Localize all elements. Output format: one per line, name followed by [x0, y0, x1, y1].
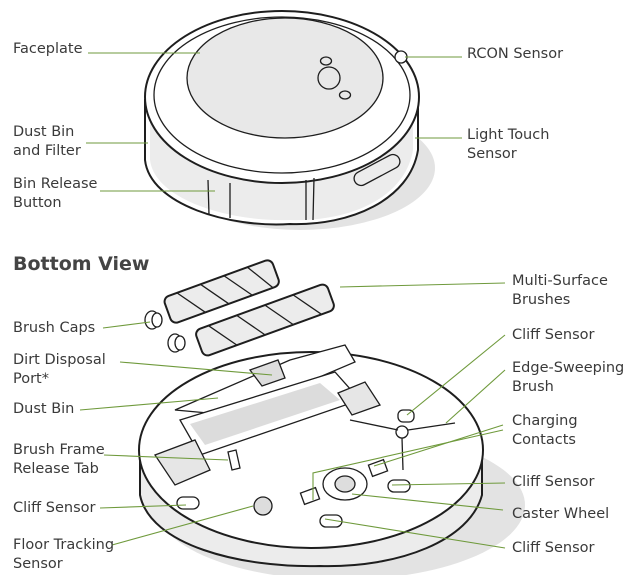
label-cliff-sensor-right-bottom: Cliff Sensor	[512, 540, 595, 556]
label-line: Light Touch	[467, 127, 550, 143]
bottom-view-heading: Bottom View	[13, 253, 150, 275]
label-cliff-sensor-left: Cliff Sensor	[13, 500, 96, 516]
label-faceplate: Faceplate	[13, 41, 83, 57]
label-line: Charging	[512, 413, 578, 429]
label-line: Brush Frame	[13, 442, 105, 458]
label-line: Multi-Surface	[512, 273, 608, 289]
label-cliff-sensor-right-mid: Cliff Sensor	[512, 474, 595, 490]
label-line: Dirt Disposal	[13, 352, 106, 368]
label-line: Bin Release	[13, 176, 98, 192]
label-rcon: RCON Sensor	[467, 46, 564, 62]
label-line: Brushes	[512, 292, 571, 308]
label-dust-bin: Dust Bin	[13, 401, 75, 417]
brush-cap-2	[167, 333, 186, 353]
label-line: Contacts	[512, 432, 576, 448]
bottom-view-robot	[138, 344, 525, 575]
label-line: and Filter	[13, 143, 81, 159]
label-line: Dust Bin	[13, 124, 75, 140]
label-line: Port*	[13, 371, 49, 387]
label-caster-wheel: Caster Wheel	[512, 506, 610, 522]
label-line: Sensor	[467, 146, 517, 162]
brush-cap-1	[144, 310, 163, 330]
top-view-robot	[144, 10, 435, 230]
label-line: Edge-Sweeping	[512, 360, 625, 376]
label-line: Brush	[512, 379, 554, 395]
label-line: Floor Tracking	[13, 537, 115, 553]
label-dust-bin-filter: Dust Bin and Filter	[13, 123, 81, 161]
label-cliff-sensor-right-top: Cliff Sensor	[512, 327, 595, 343]
label-line: Release Tab	[13, 461, 99, 477]
label-brush-caps: Brush Caps	[13, 320, 96, 336]
brushes-illustration	[144, 259, 335, 357]
leader-lines	[79, 52, 506, 549]
label-line: Sensor	[13, 556, 63, 572]
label-line: Button	[13, 195, 62, 211]
